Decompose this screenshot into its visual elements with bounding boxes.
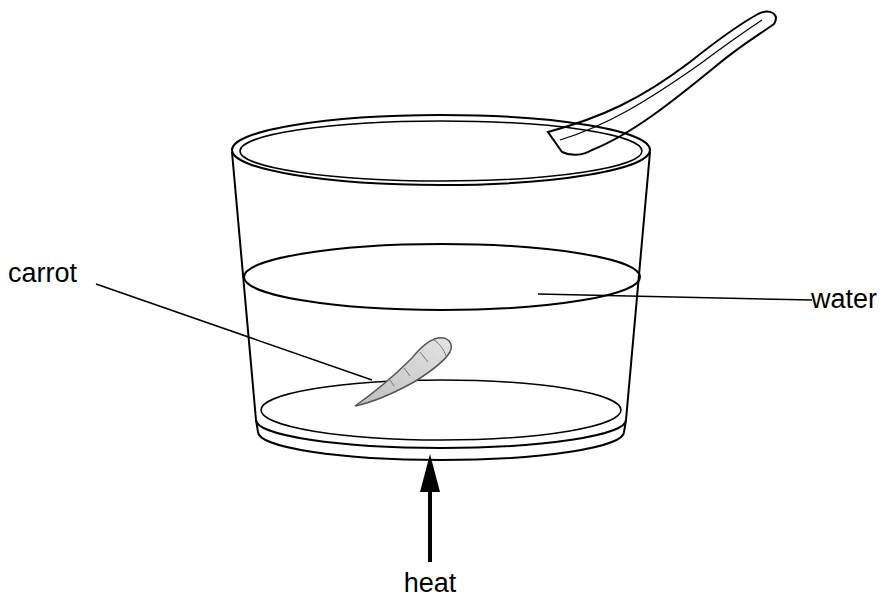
- part-label: carrot: [8, 258, 77, 289]
- leader-line: [96, 284, 372, 380]
- handle-edge: [560, 20, 762, 140]
- leader-line: [538, 294, 812, 300]
- pan-base: [256, 420, 626, 448]
- pan-rim-inner: [240, 121, 642, 181]
- pan-rim: [232, 115, 650, 185]
- carrot-drawing: [355, 338, 451, 406]
- heat-arrow-shaft: [428, 488, 432, 562]
- part-label: heat: [404, 568, 457, 599]
- water-surface: [244, 244, 640, 310]
- carrot-ridges: [390, 340, 446, 386]
- heat-arrow-head: [420, 454, 440, 492]
- part-label: water: [811, 284, 877, 315]
- pan-bottom: [261, 380, 621, 440]
